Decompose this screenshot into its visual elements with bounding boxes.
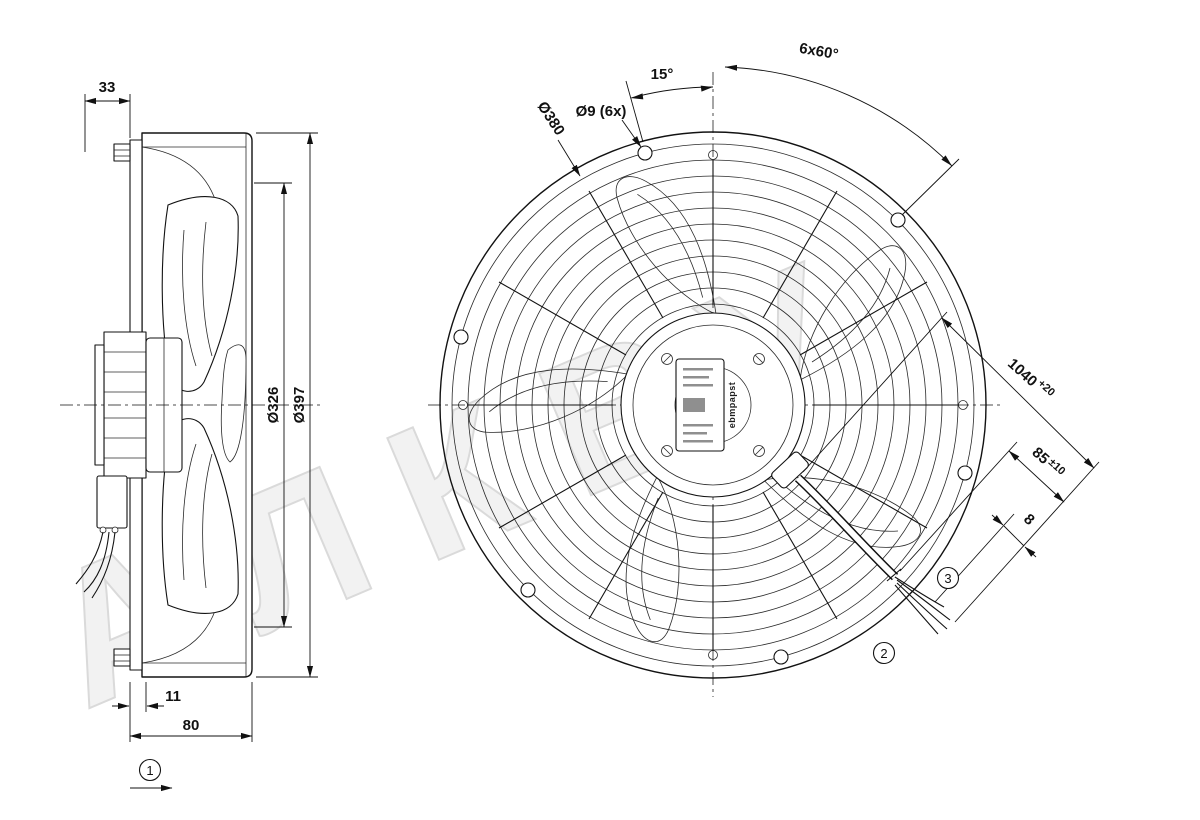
dim-label-15deg: 15° [651, 66, 674, 83]
motor-hub: ebmpapst [620, 312, 806, 498]
dim-label-397: Ø397 [291, 387, 308, 424]
side-view: 33 Ø326 Ø397 11 80 [60, 79, 322, 792]
dim-total-depth-80: 80 [129, 682, 253, 742]
dim-flange-depth-11: 11 [112, 682, 181, 742]
dim-label-380: Ø380 [534, 99, 568, 139]
dim-outer-diameter-397: Ø397 [256, 132, 318, 678]
dim-label-9: Ø9 (6x) [576, 103, 627, 120]
flange-bolt-top [113, 143, 131, 162]
callout-3-wire-ends: 3 [936, 566, 960, 590]
callout-1-airflow: 1 [130, 758, 173, 792]
callout-1-label: 1 [146, 763, 153, 778]
callout-3-label: 3 [944, 571, 951, 586]
power-cable [771, 451, 951, 635]
dim-label-1040: 1040+20 [1004, 354, 1057, 404]
mounting-holes [453, 145, 973, 665]
terminal-box [96, 475, 128, 529]
dim-label-85: 85±10 [1029, 444, 1068, 481]
hub-brand-label: ebmpapst [727, 382, 737, 429]
callout-2-cable: 2 [872, 641, 896, 665]
dim-label-33: 33 [99, 79, 116, 96]
wire-ends [894, 576, 951, 635]
dim-label-80: 80 [183, 717, 200, 734]
cables-side [75, 531, 116, 599]
callout-2-label: 2 [880, 646, 887, 661]
hub-screws [661, 353, 765, 457]
dim-hole-offset-15deg: 15° [625, 66, 714, 143]
dim-motor-depth-33: 33 [84, 79, 131, 152]
dim-label-8: 8 [1020, 511, 1038, 529]
flange-bolt-bottom [113, 648, 131, 667]
cable-gland [771, 451, 809, 489]
dim-strip-length-85: 85±10 [899, 441, 1068, 572]
dim-bolt-circle-380: Ø380 [534, 99, 581, 177]
dim-impeller-diameter-326: Ø326 [254, 182, 292, 628]
dim-label-11: 11 [165, 688, 181, 705]
impeller-blades-side [161, 196, 247, 614]
hub-nameplate: ebmpapst [675, 358, 737, 452]
dim-mounting-hole-9: Ø9 (6x) [576, 103, 642, 148]
dim-label-326: Ø326 [265, 387, 282, 424]
dim-label-6x60: 6x60° [798, 40, 840, 64]
dim-hole-pattern-6x60: 6x60° [724, 40, 960, 216]
